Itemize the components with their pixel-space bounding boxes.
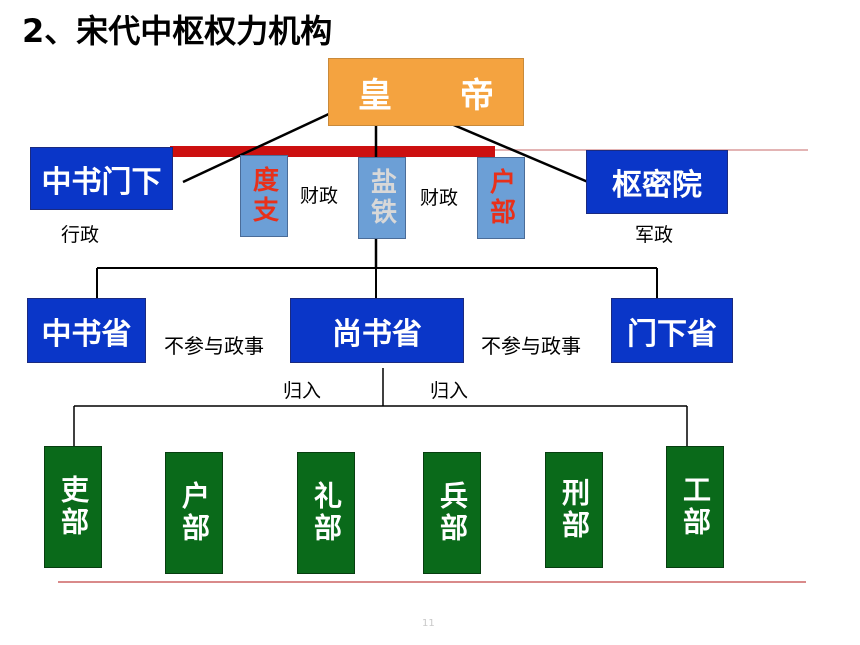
page-number: 11 — [422, 618, 435, 629]
hubu-top-box: 户部 — [477, 157, 525, 239]
ministry-gong-label: 工部 — [679, 475, 712, 539]
menxiasheng-box: 门下省 — [611, 298, 733, 363]
ministry-li-box: 吏部 — [44, 446, 102, 568]
ministry-hu-box: 户部 — [165, 452, 223, 574]
zhongshu-menxia-box: 中书门下 — [30, 147, 173, 210]
ministry-li-label: 吏部 — [57, 475, 90, 539]
ministry-xing-label: 刑部 — [558, 478, 591, 542]
yantie-box: 盐铁 — [358, 157, 406, 239]
ministry-li-rites-label: 礼部 — [310, 481, 343, 545]
red-bar — [170, 146, 495, 157]
ministry-li-rites-box: 礼部 — [297, 452, 355, 574]
shumiyuan-label: 枢密院 — [612, 168, 702, 203]
shangshusheng-label: 尚书省 — [332, 316, 422, 352]
yantie-label: 盐铁 — [366, 168, 397, 228]
duzhi-box: 度支 — [240, 155, 288, 237]
emperor-box: 皇 帝 — [328, 58, 524, 126]
admin-label: 行政 — [61, 224, 100, 246]
zhongshu-menxia-label: 中书门下 — [41, 164, 162, 200]
guiru-right-label: 归入 — [430, 380, 469, 402]
ministry-bing-box: 兵部 — [423, 452, 481, 574]
ministry-xing-box: 刑部 — [545, 452, 603, 568]
finance-label-2: 财政 — [420, 187, 459, 209]
finance-label-1: 财政 — [300, 185, 339, 207]
ministry-bing-label: 兵部 — [436, 481, 469, 545]
no-politics-left-label: 不参与政事 — [164, 334, 264, 358]
duzhi-label: 度支 — [248, 166, 279, 226]
military-label: 军政 — [635, 224, 674, 246]
ministry-hu-label: 户部 — [178, 481, 211, 545]
zhongshusheng-label: 中书省 — [41, 316, 132, 352]
hubu-top-label: 户部 — [485, 168, 516, 228]
shumiyuan-box: 枢密院 — [586, 150, 728, 214]
emperor-label: 皇 帝 — [358, 75, 494, 116]
guiru-left-label: 归入 — [283, 380, 322, 402]
no-politics-right-label: 不参与政事 — [481, 334, 581, 358]
ministry-gong-box: 工部 — [666, 446, 724, 568]
menxiasheng-label: 门下省 — [627, 316, 717, 352]
zhongshusheng-box: 中书省 — [27, 298, 146, 363]
slide-title: 2、宋代中枢权力机构 — [22, 12, 333, 50]
shangshusheng-box: 尚书省 — [290, 298, 464, 363]
